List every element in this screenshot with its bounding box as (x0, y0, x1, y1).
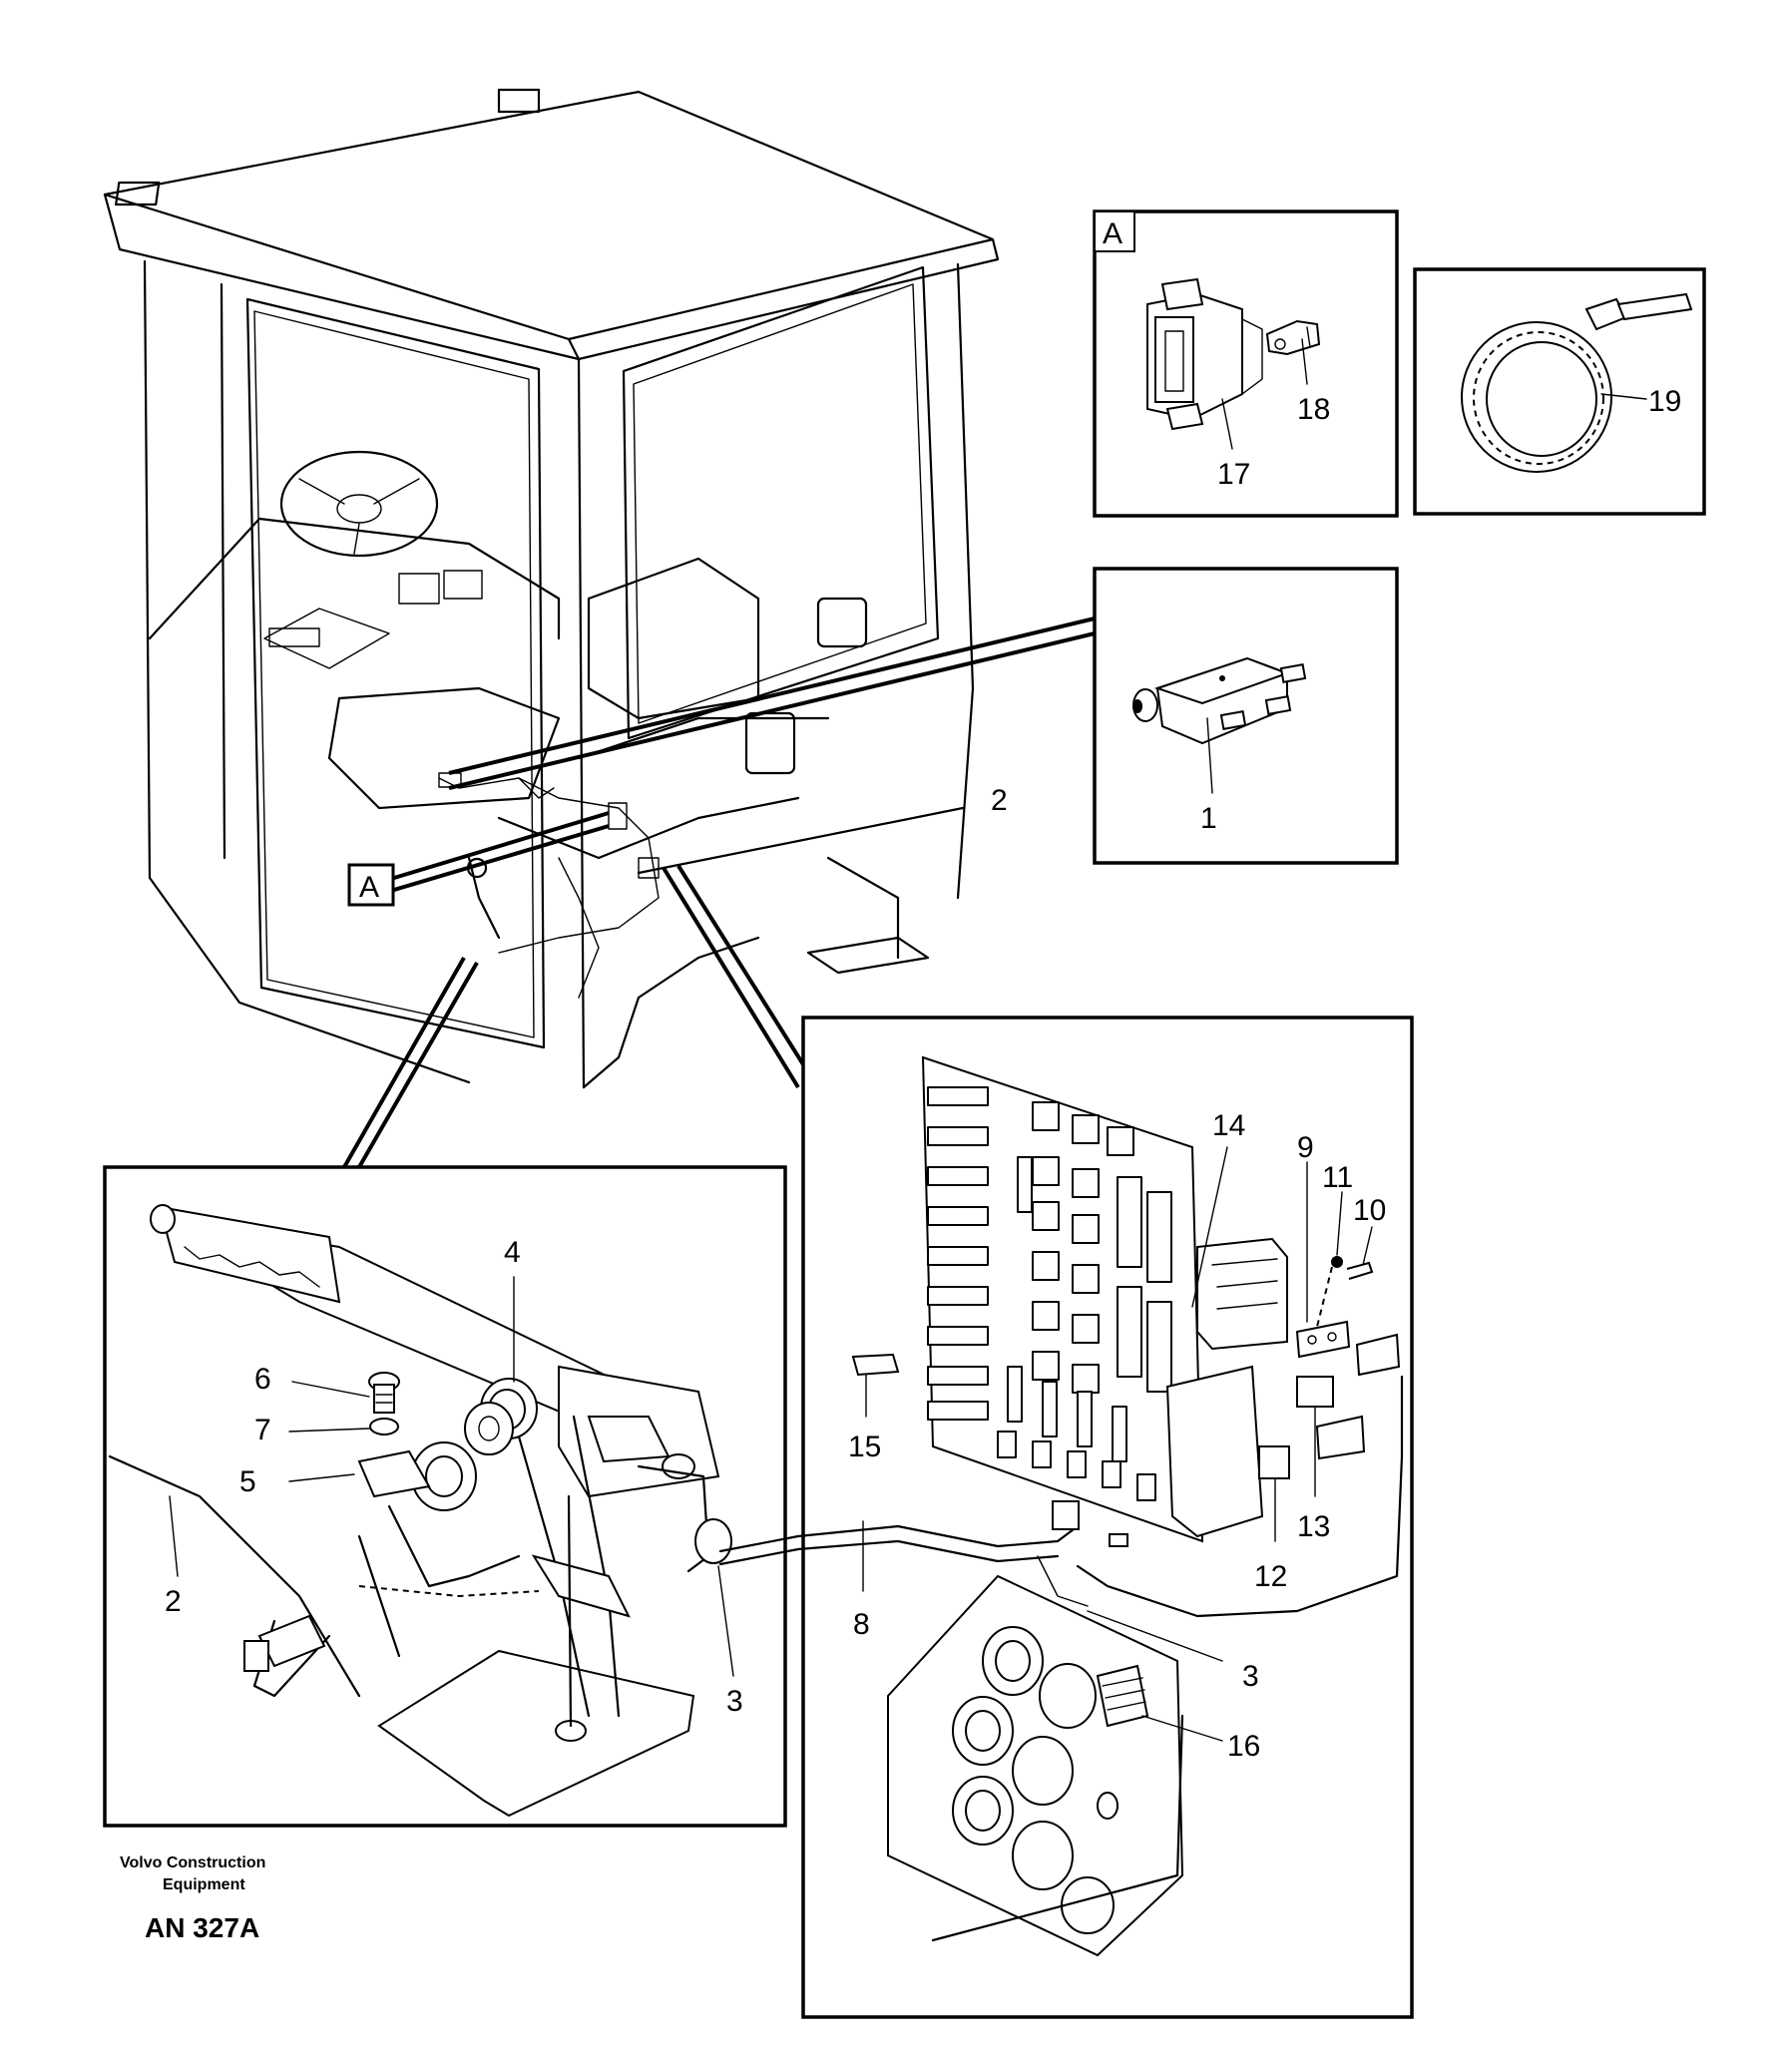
relay-13-part (1296, 1376, 1334, 1408)
callout-18: 18 (1297, 393, 1330, 426)
cable-tie-panel: 19 (1413, 267, 1706, 516)
brake-switch-part (464, 1378, 538, 1455)
callout-1: 1 (1200, 802, 1217, 835)
plate-9-part (1295, 1320, 1351, 1359)
callout-11: 11 (1322, 1161, 1353, 1194)
cab-illustration (103, 88, 1000, 1089)
leader-lines (342, 616, 1096, 1168)
rocker-switch-part (1132, 656, 1307, 745)
clip-15-part (851, 1353, 900, 1377)
cable-tie-part (1461, 292, 1693, 473)
callout-4: 4 (504, 1236, 521, 1269)
relay-12-part (1258, 1445, 1290, 1479)
electrical-panel: 14 9 11 10 13 12 15 8 3 16 (718, 1016, 1414, 2019)
callout-10: 10 (1353, 1194, 1386, 1227)
callout-3-left: 3 (726, 1685, 743, 1718)
callout-2-detail: 2 (165, 1585, 182, 1618)
washer-11-part (1331, 1256, 1343, 1268)
switch-panel: 1 (1093, 567, 1399, 865)
callout-15: 15 (848, 1431, 881, 1463)
callout-7: 7 (254, 1414, 271, 1446)
callout-2-main: 2 (991, 784, 1008, 817)
view-a-marker: A (347, 863, 395, 907)
brand-line-1: Volvo Construction (120, 1854, 265, 1871)
callout-16: 16 (1227, 1730, 1260, 1763)
callout-14: 14 (1212, 1109, 1245, 1142)
terminal-block-part (1196, 1237, 1288, 1351)
fuse-holder-part (1146, 277, 1263, 431)
callout-9: 9 (1297, 1131, 1314, 1164)
callout-13: 13 (1297, 1510, 1330, 1543)
callout-5: 5 (239, 1465, 256, 1498)
callout-6: 6 (254, 1363, 271, 1396)
bolt-part (368, 1372, 400, 1414)
circuit-board-part (921, 1055, 1204, 1543)
svg-text:A: A (359, 871, 379, 904)
callout-8: 8 (853, 1608, 870, 1641)
brand-line-2: Equipment (163, 1876, 245, 1893)
drawing-code: AN 327A (145, 1912, 259, 1943)
detail-a-marker: A (1103, 217, 1122, 250)
callout-12: 12 (1254, 1560, 1287, 1593)
washer-part (369, 1418, 399, 1436)
callout-3-right: 3 (1242, 1660, 1259, 1693)
bulkhead-panel-part (887, 1574, 1184, 1957)
fuse-part (1265, 319, 1321, 356)
callout-17: 17 (1217, 458, 1250, 491)
drawing-footer: Volvo Construction Equipment AN 327A (120, 1854, 265, 1943)
screw-10-part (1346, 1261, 1374, 1280)
detail-a-panel: A 17 18 (1093, 209, 1399, 518)
callout-19: 19 (1648, 385, 1681, 418)
handbrake-panel: 4 6 7 5 2 3 (103, 1165, 787, 1828)
